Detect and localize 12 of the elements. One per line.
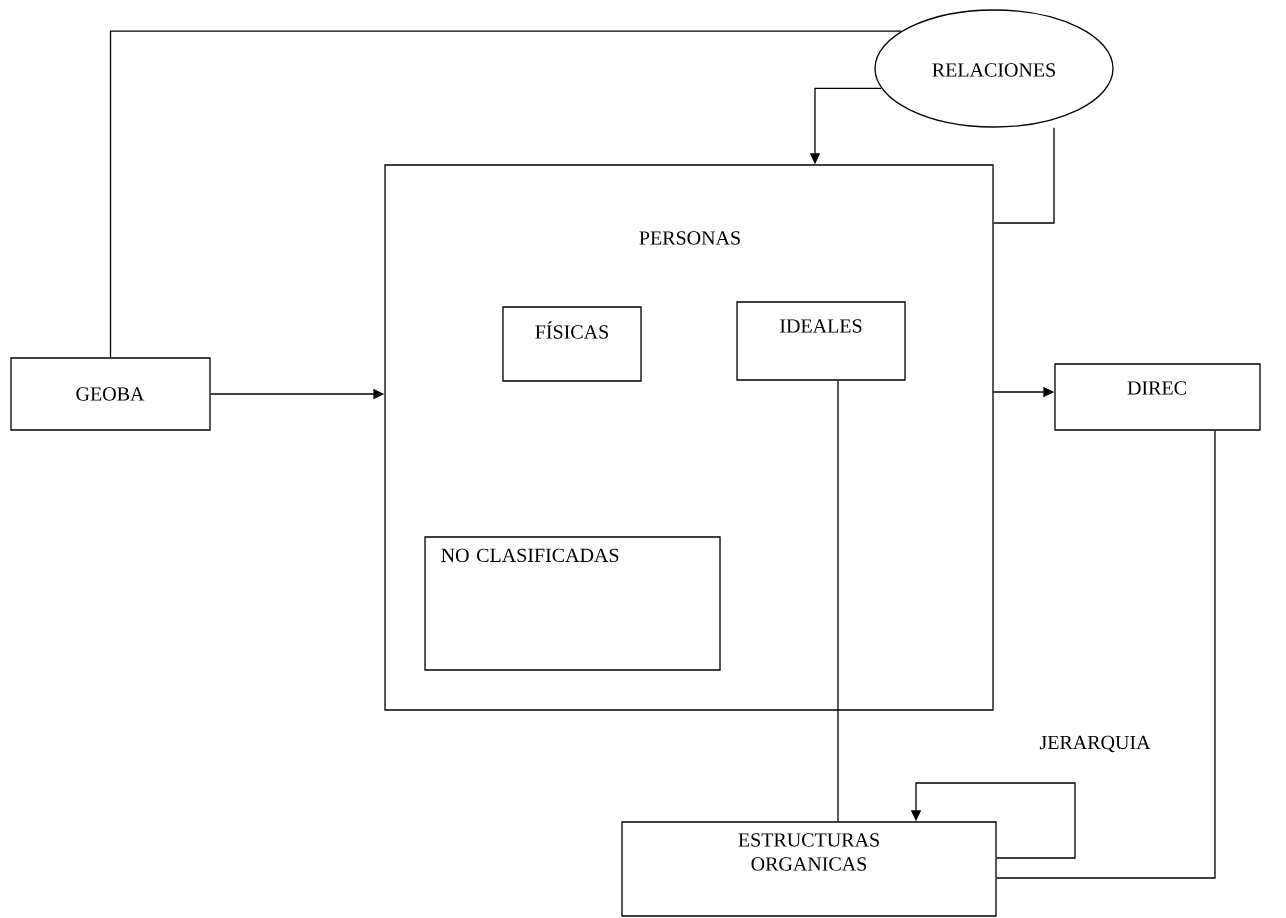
connector <box>109 30 902 358</box>
ellipse-node: RELACIONES <box>874 9 1114 128</box>
process-box: FÍSICAS <box>502 306 642 382</box>
process-box: IDEALES <box>736 301 906 381</box>
label-text: JERARQUIA <box>1039 735 1151 753</box>
connector <box>996 430 1216 879</box>
process-box: ESTRUCTURAS ORGANICAS <box>621 821 997 917</box>
process-box: DIREC <box>1054 363 1261 431</box>
connector <box>837 380 839 822</box>
process-box: NO CLASIFICADAS <box>424 536 721 671</box>
connector <box>993 127 1055 224</box>
process-box: GEOBA <box>10 357 211 431</box>
